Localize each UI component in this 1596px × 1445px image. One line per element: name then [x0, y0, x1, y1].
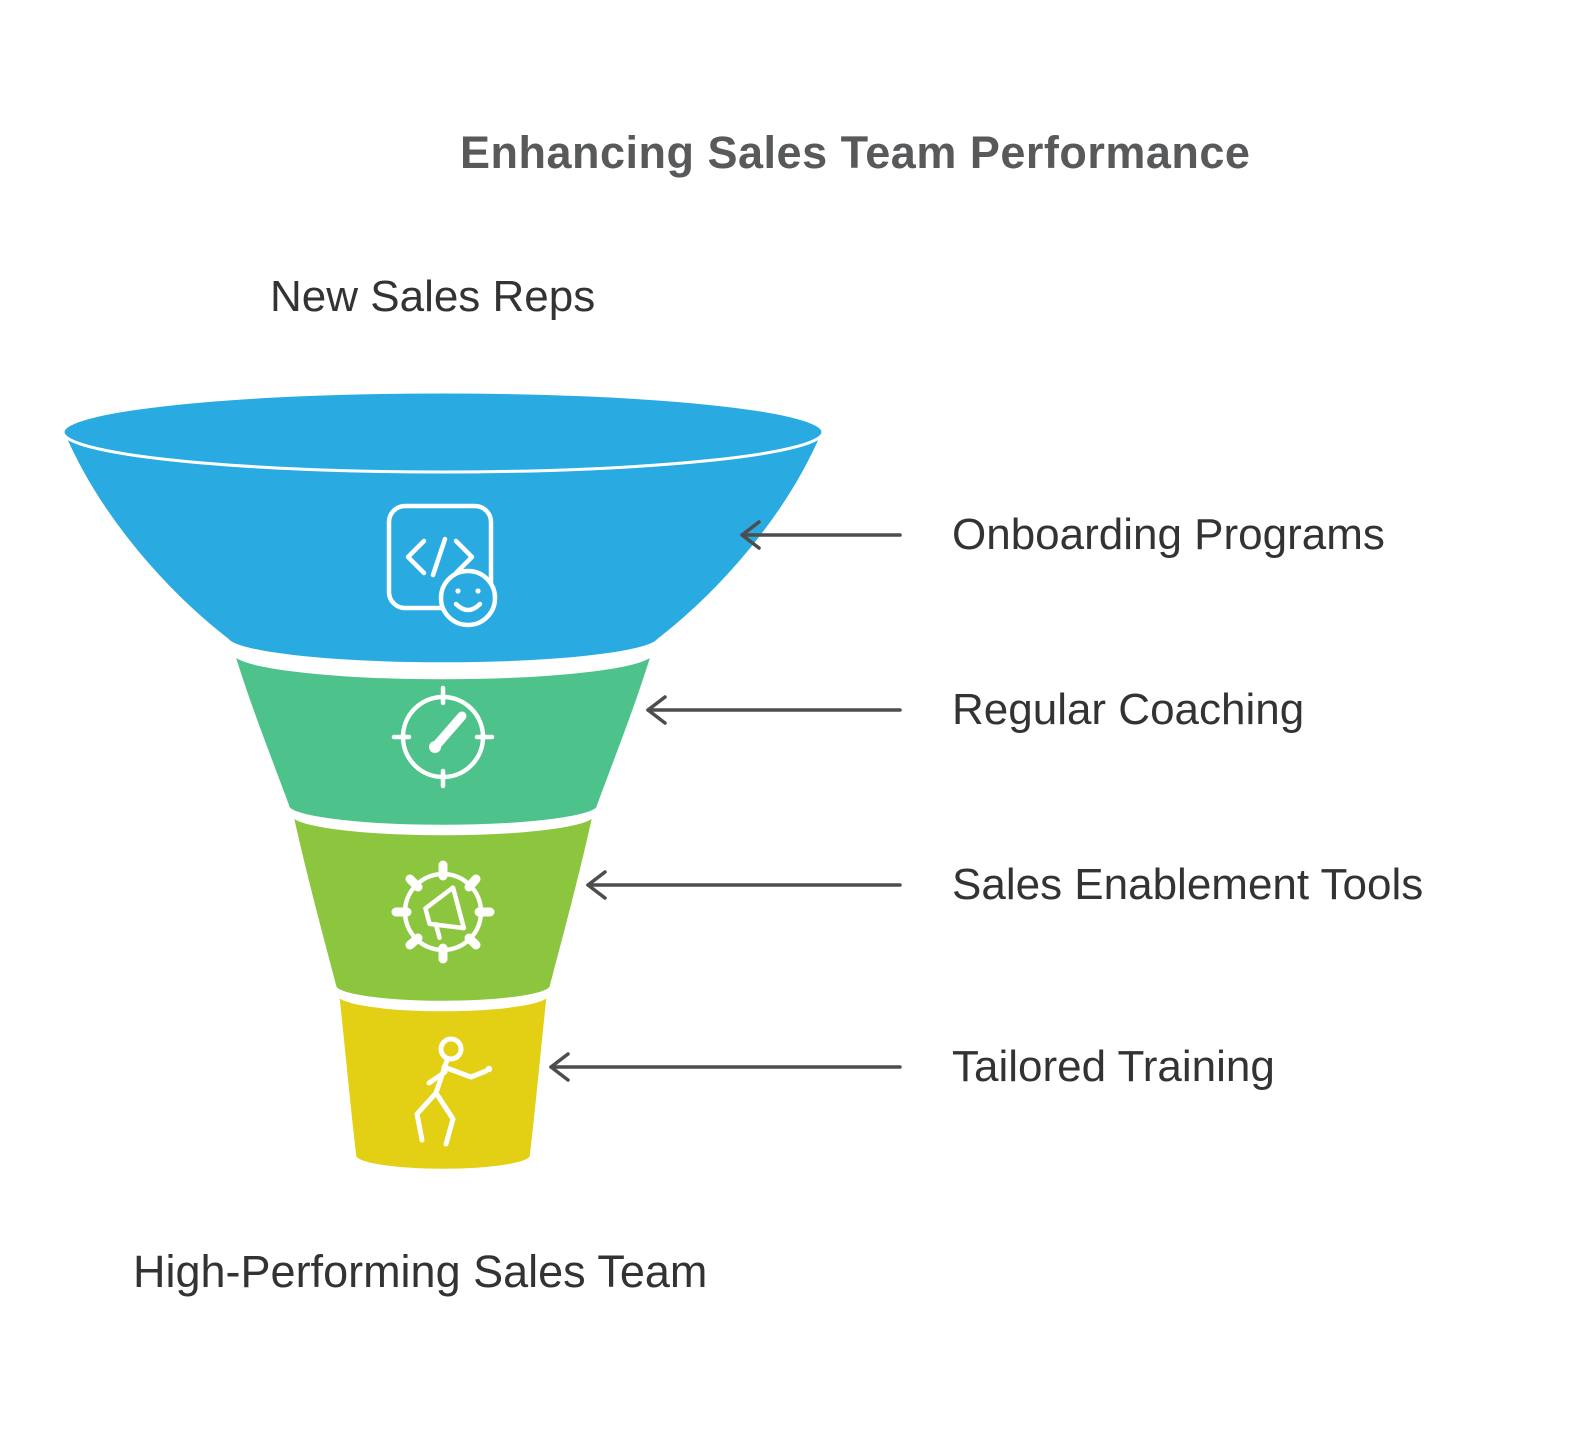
person-hand-dot: [485, 1065, 493, 1073]
person-back-arm: [426, 1069, 448, 1086]
person-head: [438, 1036, 464, 1062]
code-smiley-icon: [386, 503, 498, 628]
person-front-arm: [441, 1064, 489, 1080]
gear-tooth: [464, 933, 481, 950]
arrow-onboarding: [740, 520, 902, 550]
funnel-top-label: New Sales Reps: [270, 272, 596, 321]
gear-teeth: [391, 860, 495, 964]
stage-label-enablement: Sales Enablement Tools: [952, 860, 1424, 909]
gauge-needle: [430, 711, 467, 752]
funnel-bottom-label: High-Performing Sales Team: [133, 1246, 708, 1297]
arrow-enablement: [586, 870, 902, 900]
code-box-shape: [386, 503, 494, 611]
megaphone-shape: [423, 885, 467, 941]
person-front-leg: [414, 1090, 439, 1143]
arrow-head: [586, 870, 607, 900]
stage-label-coaching: Regular Coaching: [952, 685, 1305, 734]
code-chevron-right: [453, 538, 475, 576]
megaphone-cone: [423, 885, 467, 931]
smiley-face-circle: [438, 568, 498, 628]
code-slash: [430, 536, 448, 578]
stage-label-training: Tailored Training: [952, 1042, 1275, 1091]
megaphone-handle: [433, 921, 442, 941]
person-back-leg: [433, 1090, 456, 1147]
smiley-mouth: [453, 601, 483, 613]
funnel-segment-training: [336, 993, 550, 1172]
page-title: Enhancing Sales Team Performance: [460, 127, 1251, 178]
gear-tooth: [405, 874, 423, 892]
gear-tooth: [464, 874, 481, 892]
gauge-needle-hub: [429, 741, 441, 753]
arrow-head: [549, 1052, 570, 1082]
exercise-person-icon: [414, 1036, 493, 1147]
arrow-head: [740, 520, 761, 550]
gauge-target-icon: [391, 685, 495, 789]
smiley-eye-left: [455, 588, 461, 594]
funnel-rim-ellipse: [61, 390, 825, 474]
arrow-head: [646, 695, 667, 725]
gear-tooth: [405, 933, 423, 950]
funnel-segment-enablement: [290, 813, 596, 1004]
code-chevron-left: [405, 538, 427, 576]
arrow-coaching: [646, 695, 902, 725]
smiley-eye-right: [475, 588, 481, 594]
gear-megaphone-icon: [391, 860, 495, 964]
arrow-training: [549, 1052, 902, 1082]
stage-label-onboarding: Onboarding Programs: [952, 510, 1385, 559]
